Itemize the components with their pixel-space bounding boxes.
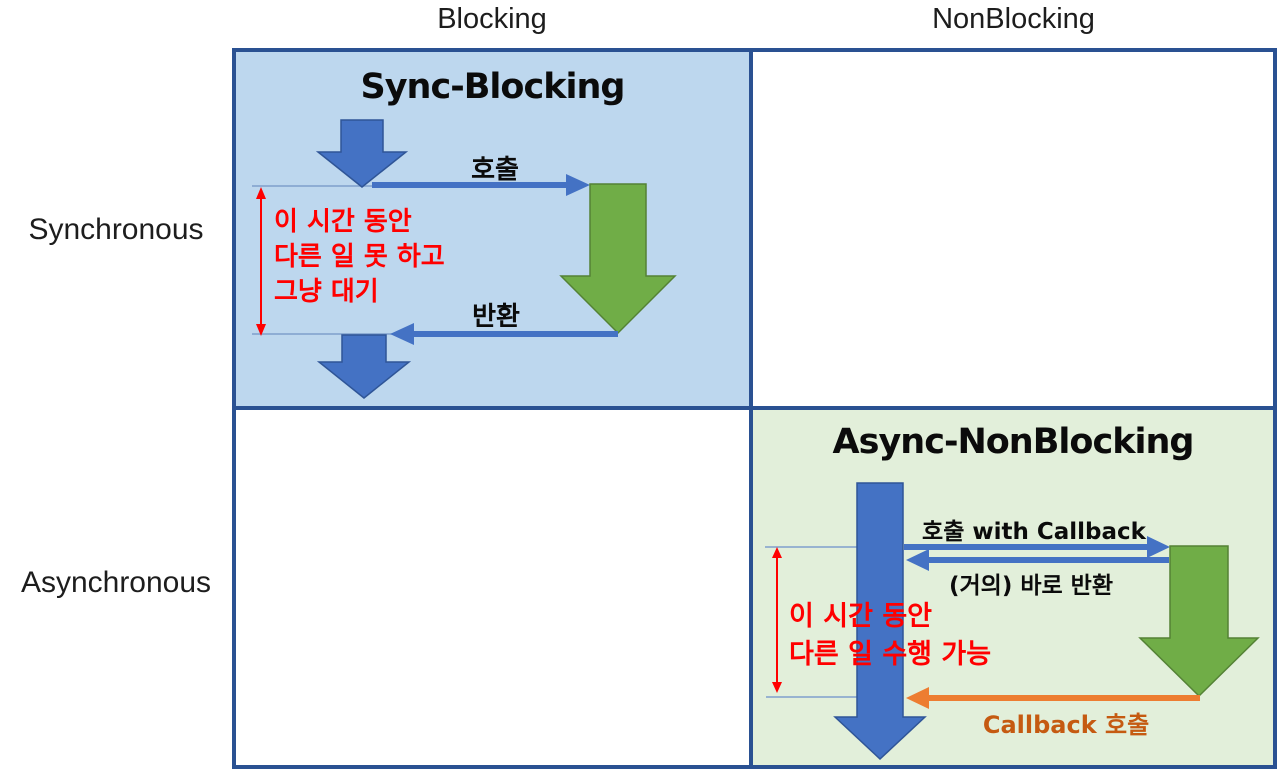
callback-arrowhead-icon (906, 687, 929, 709)
work-span-top-arrowhead-icon (772, 547, 782, 558)
row-divider (236, 406, 1273, 410)
cell-title-async-nonblocking: Async-NonBlocking (832, 422, 1195, 462)
work-span-bottom-arrowhead-icon (772, 682, 782, 693)
return-label: 반환 (472, 302, 520, 332)
wait-note-line: 다른 일 못 하고 (274, 242, 445, 272)
column-header-nonblocking: NonBlocking (932, 3, 1095, 35)
cell-async-blocking-empty (236, 410, 749, 765)
immediate-return-arrowhead-icon (906, 549, 929, 571)
wait-span-top-arrowhead-icon (256, 187, 266, 199)
wait-note-line: 그냥 대기 (274, 277, 379, 307)
work-note-line: 이 시간 동안 (789, 601, 932, 632)
wait-span-bottom-arrowhead-icon (256, 324, 266, 336)
caller-down-arrow-icon (315, 119, 409, 188)
callee-down-arrow-icon (559, 183, 677, 335)
callee-down-arrow-icon (1138, 545, 1260, 698)
caller-long-down-arrow-icon (833, 482, 927, 761)
column-header-blocking: Blocking (437, 3, 547, 35)
call-arrowhead-icon (1147, 536, 1170, 558)
immediate-return-label: (거의) 바로 반환 (949, 573, 1113, 599)
callback-call-label: Callback 호출 (982, 711, 1150, 739)
async-nonblocking-flow-graphic (765, 482, 1260, 761)
cell-sync-blocking: Sync-Blocking 호출 반환 이 시간 동안 다른 일 못 하고 그냥… (236, 52, 749, 406)
wait-note-line: 이 시간 동안 (274, 207, 412, 237)
sync-blocking-flow-graphic (252, 119, 677, 399)
work-note-line: 다른 일 수행 가능 (789, 639, 992, 670)
cell-sync-nonblocking-empty (753, 52, 1273, 406)
call-arrowhead-icon (566, 174, 590, 196)
caller-resume-down-arrow-icon (316, 334, 412, 399)
call-label: 호출 (471, 155, 519, 185)
return-arrowhead-icon (390, 323, 414, 345)
work-note: 이 시간 동안 다른 일 수행 가능 (789, 598, 991, 674)
row-header-synchronous: Synchronous (28, 213, 204, 246)
cell-title-sync-blocking: Sync-Blocking (360, 67, 626, 107)
row-header-asynchronous: Asynchronous (20, 566, 212, 599)
matrix-grid: Sync-Blocking 호출 반환 이 시간 동안 다른 일 못 하고 그냥… (232, 48, 1277, 769)
cell-async-nonblocking: Async-NonBlocking 호출 with Callback (거의) … (753, 410, 1273, 765)
wait-note: 이 시간 동안 다른 일 못 하고 그냥 대기 (274, 205, 445, 310)
call-with-callback-label: 호출 with Callback (922, 519, 1146, 545)
